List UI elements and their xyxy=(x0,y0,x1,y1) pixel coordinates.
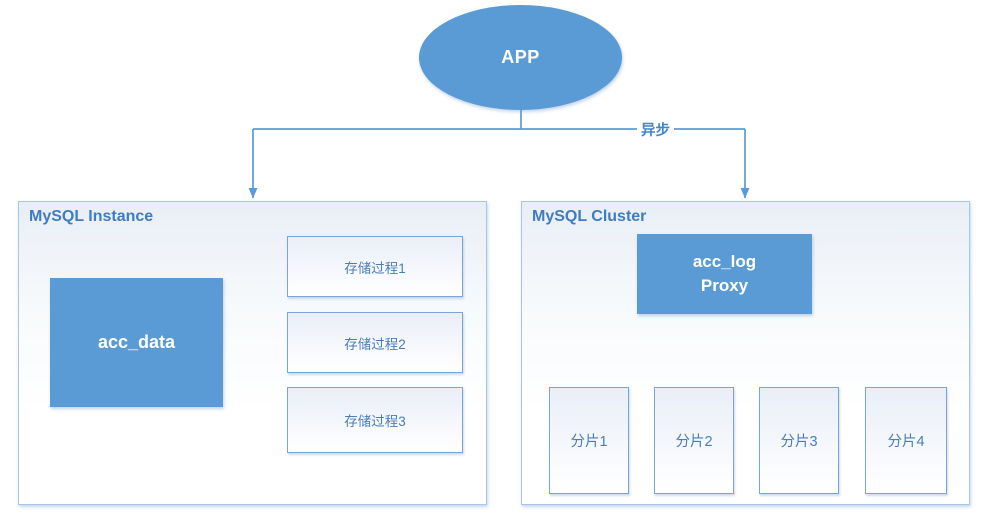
stored-procedure-2-label: 存储过程2 xyxy=(344,336,406,352)
shard-4: 分片4 xyxy=(865,387,947,494)
async-edge-label: 异步 xyxy=(637,119,674,140)
acc-log-proxy-line2: Proxy xyxy=(700,276,749,295)
stored-procedure-3: 存储过程3 xyxy=(287,387,463,453)
shard-2: 分片2 xyxy=(654,387,734,494)
acc-data-node: acc_data xyxy=(50,278,223,407)
stored-procedure-3-label: 存储过程3 xyxy=(344,414,406,429)
mysql-cluster-title: MySQL Cluster xyxy=(532,208,647,225)
stored-procedure-1-label: 存储过程1 xyxy=(344,260,406,276)
stored-procedure-1: 存储过程1 xyxy=(287,236,463,297)
acc-log-proxy-line1: acc_log xyxy=(692,252,757,271)
stored-procedure-2: 存储过程2 xyxy=(287,312,463,373)
mysql-instance-title: MySQL Instance xyxy=(29,208,154,225)
acc-log-proxy-node: acc_log Proxy xyxy=(637,234,812,314)
app-node-label: APP xyxy=(501,47,540,67)
shard-1-label: 分片1 xyxy=(570,434,608,450)
acc-data-label: acc_data xyxy=(97,332,176,352)
shard-1: 分片1 xyxy=(549,387,629,494)
app-node: APP xyxy=(419,5,622,110)
shard-3: 分片3 xyxy=(759,387,839,494)
shard-2-label: 分片2 xyxy=(675,434,713,450)
shard-3-label: 分片3 xyxy=(780,434,818,450)
shard-4-label: 分片4 xyxy=(887,434,925,450)
